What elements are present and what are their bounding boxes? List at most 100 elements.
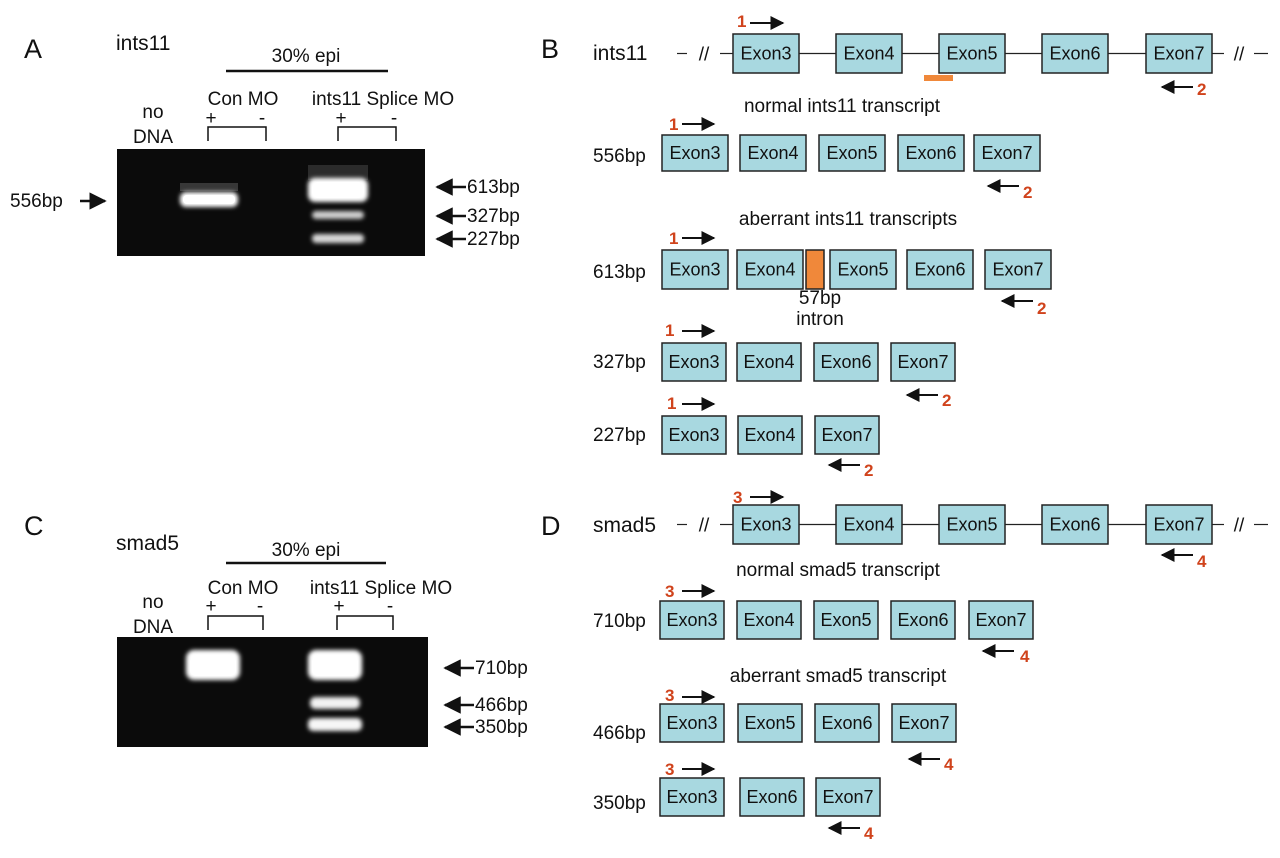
b-613-exon4-label: Exon4 (744, 260, 795, 280)
b-556-exon3-label: Exon3 (669, 143, 720, 163)
b-gene-exon6-label: Exon6 (1049, 44, 1100, 64)
b-327-exon6-label: Exon6 (820, 352, 871, 372)
d-gene-break-right: // (1234, 516, 1245, 537)
panel-a-condition: 30% epi (272, 46, 341, 67)
b-gene-break-right: // (1234, 45, 1245, 66)
panel-b-t556-primer2-label: 2 (1023, 183, 1032, 202)
panel-a-letter: A (24, 34, 42, 64)
panel-b-t327-primer2-label: 2 (942, 391, 951, 410)
b-gene-break-left: // (699, 45, 710, 66)
panel-c-splice-plus: + (333, 596, 344, 617)
b-gene-exon5-box (938, 33, 1006, 74)
panel-c-splice-mo-label: ints11 Splice MO (310, 578, 452, 599)
b-327-exon7-label: Exon7 (897, 352, 948, 372)
panel-b-size-556: 556bp (593, 146, 646, 167)
d-466-exon3-box (659, 703, 725, 743)
d-gene-exon7-label: Exon7 (1153, 515, 1204, 535)
gel-a-band-splice-613-core (312, 182, 364, 198)
panel-d-t466-primer4-label: 4 (944, 755, 954, 774)
panel-c-condition: 30% epi (272, 540, 341, 561)
b-327-exon6-box (813, 342, 879, 382)
panel-b-size-613: 613bp (593, 262, 646, 283)
panel-d-gene-primers: 3 4 (733, 488, 1207, 571)
b-gene-exon4-label: Exon4 (843, 44, 894, 64)
gel-a-smear (180, 183, 238, 191)
panel-a-no-dna-line1: no (142, 102, 163, 123)
panel-a-bands (180, 165, 368, 243)
panel-d-t350-primer4-label: 4 (864, 824, 874, 843)
panel-a-con-plus: + (205, 108, 216, 129)
d-gene-exon5-label: Exon5 (946, 515, 997, 535)
panel-b-gene-label: ints11 (593, 42, 647, 65)
b-556-exon5-label: Exon5 (826, 143, 877, 163)
panel-b-size-327: 327bp (593, 352, 646, 373)
panel-b-intron-label-line1: 57bp (799, 288, 841, 309)
panel-b-t556-primer1-label: 1 (669, 115, 678, 134)
panel-a-splice-mo-label: ints11 Splice MO (312, 89, 454, 110)
panel-b-intron-block (805, 249, 825, 290)
d-350-exon6-box (739, 777, 805, 817)
b-613-exon3-box (661, 249, 729, 290)
panel-c-splice-bracket (336, 615, 394, 630)
b-227-exon7-box (814, 415, 880, 455)
b-556-exon5-box (818, 134, 886, 172)
panel-a-splice-bracket (337, 126, 397, 141)
panel-c-con-minus: - (257, 596, 263, 617)
b-227-exon3-box (661, 415, 727, 455)
b-227-exon4-box (737, 415, 803, 455)
gel-a-band-con-556-core (183, 195, 235, 204)
d-gene-exon6-label: Exon6 (1049, 515, 1100, 535)
d-466-exon5-box (737, 703, 803, 743)
d-710-exon5-box (813, 600, 879, 640)
panel-c-marker-710: 710bp (475, 658, 528, 679)
b-227-exon3-label: Exon3 (668, 425, 719, 445)
panel-b-t327-primer1-label: 1 (665, 321, 674, 340)
b-556-exon6-label: Exon6 (905, 143, 956, 163)
b-327-exon3-label: Exon3 (668, 352, 719, 372)
panel-d-t710-primer4-label: 4 (1020, 647, 1030, 666)
d-gene-exon6-box (1041, 504, 1109, 545)
d-gene-break-left: // (699, 516, 710, 537)
panel-c-marker-466: 466bp (475, 695, 528, 716)
b-613-exon4-box (736, 249, 804, 290)
panel-b-letter: B (541, 34, 559, 64)
panel-d-size-350: 350bp (593, 793, 646, 814)
b-gene-exon4-box (835, 33, 903, 74)
panel-b-gene-primer1-label: 1 (737, 12, 746, 31)
panel-c-gene-label: smad5 (116, 532, 179, 555)
gel-a-band-splice-327 (312, 211, 364, 219)
panel-a-splice-plus: + (335, 108, 346, 129)
b-227-exon7-label: Exon7 (821, 425, 872, 445)
d-gene-exon3-label: Exon3 (740, 515, 791, 535)
b-556-exon6-box (897, 134, 965, 172)
panel-b-t227-primer2-label: 2 (864, 461, 873, 480)
panel-c-no-dna-line2: DNA (133, 617, 173, 638)
b-gene-exon6-box (1041, 33, 1109, 74)
b-556-exon3-box (661, 134, 729, 172)
panel-a-marker-227: 227bp (467, 229, 520, 250)
d-466-exon6-box (814, 703, 880, 743)
panel-d-t350-primer3-label: 3 (665, 760, 674, 779)
d-466-exon7-label: Exon7 (898, 713, 949, 733)
panel-b-t227-primer1-label: 1 (667, 394, 676, 413)
d-710-exon3-box (659, 600, 725, 640)
d-710-exon6-box (890, 600, 956, 640)
b-556-exon7-box (973, 134, 1041, 172)
b-gene-exon7-box (1145, 33, 1213, 74)
b-327-exon4-box (736, 342, 802, 382)
panel-b-intron-label-line2: intron (796, 309, 844, 330)
panel-d-size-466: 466bp (593, 723, 646, 744)
b-613-exon6-box (906, 249, 974, 290)
d-466-exon7-box (891, 703, 957, 743)
panel-c-gel (117, 637, 428, 747)
d-gene-exon3-box (732, 504, 800, 545)
d-710-exon7-label: Exon7 (975, 610, 1026, 630)
panel-a-splice-minus: - (391, 108, 397, 129)
panel-c: C smad5 30% epi no DNA Con MO ints11 Spl… (24, 511, 528, 747)
